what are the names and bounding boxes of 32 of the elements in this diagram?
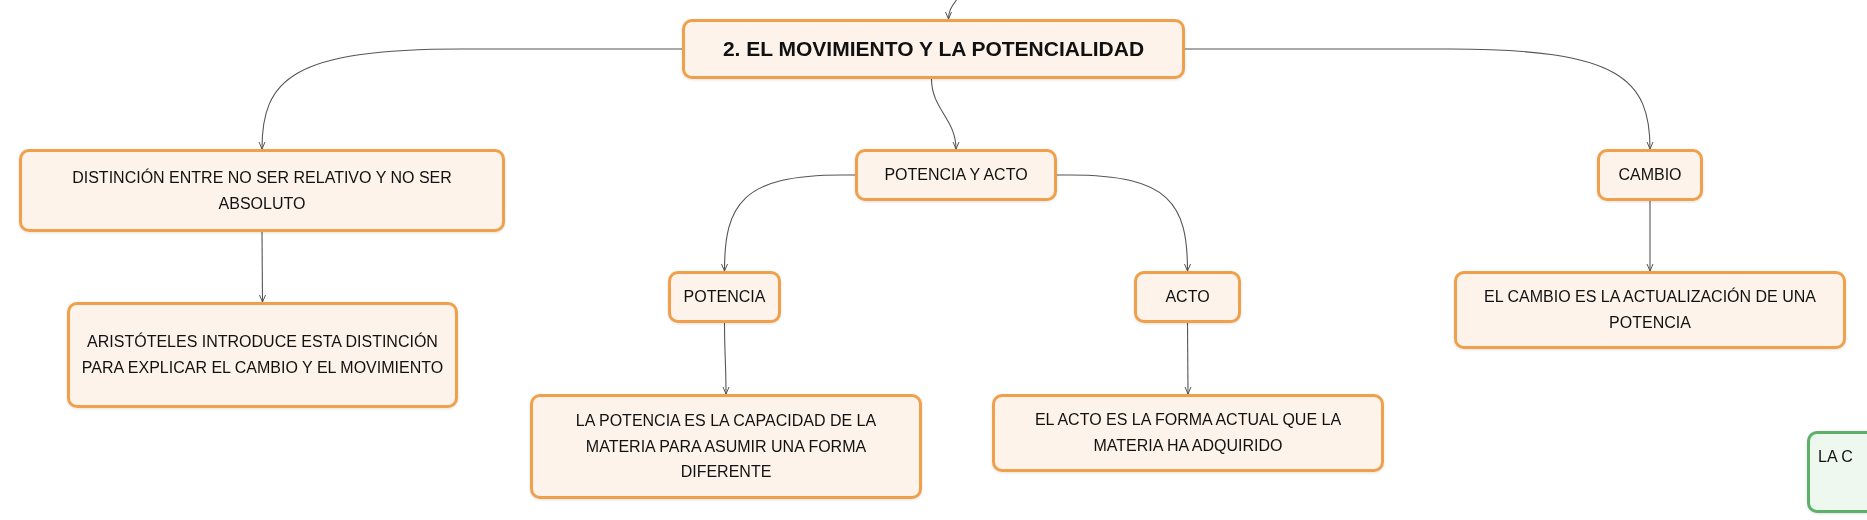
concept-text: POTENCIA Y ACTO [884, 165, 1028, 186]
concept-text: LA C [1818, 447, 1853, 467]
concept-box [530, 394, 922, 499]
connector-arrow [721, 174, 856, 272]
concept-box [1807, 431, 1867, 513]
topic-box [682, 19, 1185, 79]
concept-box [19, 149, 505, 232]
concept-text: EL CAMBIO ES LA ACTUALIZACIÓN DE UNA POTENCIA [1483, 286, 1817, 333]
concept-box [67, 302, 458, 408]
connector-arrow [722, 322, 730, 395]
concept-text: ARISTÓTELES INTRODUCE ESTA DISTINCIÓN PARA EXPLICAR EL CAMBIO Y EL MOVIMIENTO [80, 331, 445, 378]
concept-box [1134, 271, 1241, 323]
concept-box [1597, 149, 1703, 201]
concept-text: POTENCIA [683, 287, 766, 308]
connector-arrow [1184, 48, 1654, 150]
connector-arrow [1056, 174, 1191, 272]
concept-text: ACTO [1165, 287, 1210, 308]
concept-box [668, 271, 781, 323]
concept-text: DISTINCIÓN ENTRE NO SER RELATIVO Y NO SER ABSOLUTO [71, 167, 453, 214]
connector-arrow [930, 78, 959, 150]
concept-box [855, 149, 1057, 201]
connector-arrow [1646, 200, 1654, 272]
connector-arrow [1184, 322, 1192, 395]
concept-text: EL ACTO ES LA FORMA ACTUAL QUE LA MATERIA HA ADQUIRIDO [1033, 410, 1343, 456]
topic-title: 2. EL MOVIMIENTO Y LA POTENCIALIDAD [722, 36, 1145, 63]
connector-arrow [945, 0, 958, 20]
concept-box [1454, 271, 1846, 349]
concept-box [992, 394, 1384, 472]
concept-text: CAMBIO [1618, 165, 1682, 186]
connector-arrow [258, 48, 683, 150]
concept-text: LA POTENCIA ES LA CAPACIDAD DE LA MATERIA PARA ASUMIR UNA FORMA DIFERENTE [574, 411, 878, 483]
connector-arrow [259, 231, 266, 303]
